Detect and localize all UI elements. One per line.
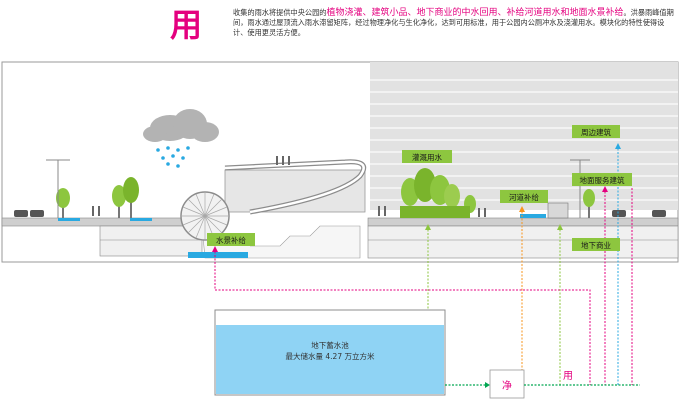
desc-part-1: 收集的雨水将提供中央公园的 (233, 8, 327, 17)
use-label: 用 (563, 371, 573, 382)
tree-right (583, 189, 595, 218)
river-water (520, 214, 546, 218)
description: 收集的雨水将提供中央公园的植物浇灌、建筑小品、地下商业的中水回用、补给河道用水和… (233, 8, 678, 38)
cloud-icon (143, 109, 219, 142)
svg-text:周边建筑: 周边建筑 (581, 127, 611, 137)
label-river: 河道补给 (500, 190, 548, 203)
building-middle (224, 169, 366, 213)
desc-part-2: 。洪暴雨峰值期间，雨水通过屋顶流入雨水滞留矩阵，经过物理净化与生化净化，达到可用… (233, 8, 674, 37)
svg-text:水景补给: 水景补给 (216, 235, 246, 245)
rain-drops-icon (156, 146, 190, 168)
purify-box (489, 369, 525, 399)
label-irrigation: 灌溉用水 (402, 150, 452, 163)
svg-text:河道补给: 河道补给 (509, 192, 539, 202)
ground-service-building (547, 202, 569, 219)
label-ground-service: 地面服务建筑 (572, 173, 632, 186)
people-icon (92, 156, 486, 217)
svg-text:地下商业: 地下商业 (581, 240, 611, 250)
header: 用 收集的雨水将提供中央公园的植物浇灌、建筑小品、地下商业的中水回用、补给河道用… (0, 0, 680, 60)
title-char: 用 (170, 6, 203, 44)
pipe-water-feature (214, 248, 591, 385)
label-water-feature: 水景补给 (207, 233, 255, 246)
tree-cluster-left (112, 177, 139, 218)
label-surrounding: 周边建筑 (572, 125, 620, 138)
svg-text:地面服务建筑: 地面服务建筑 (580, 175, 625, 185)
ground-left (1, 217, 203, 227)
desc-part-highlight: 植物浇灌、建筑小品、地下商业的中水回用、补给河道用水和地面水景补给 (326, 8, 624, 18)
label-underground-commerce: 地下商业 (572, 238, 620, 251)
waterwheel-icon (180, 191, 230, 241)
tree-cluster-center (400, 168, 476, 218)
water-pool (188, 252, 248, 258)
purify-label: 净 (502, 379, 512, 392)
svg-text:灌溉用水: 灌溉用水 (412, 152, 442, 162)
tree-icon (56, 188, 70, 218)
car-icon (14, 210, 666, 217)
underground-left (99, 225, 203, 257)
tank-name: 地下蓄水池 (311, 340, 349, 350)
sunken-steps (201, 225, 361, 259)
storage-tank (214, 309, 446, 396)
tank-capacity: 最大储水量 4.27 万立方米 (286, 351, 375, 361)
street-light-icon (46, 159, 590, 218)
underground-right (367, 225, 679, 259)
